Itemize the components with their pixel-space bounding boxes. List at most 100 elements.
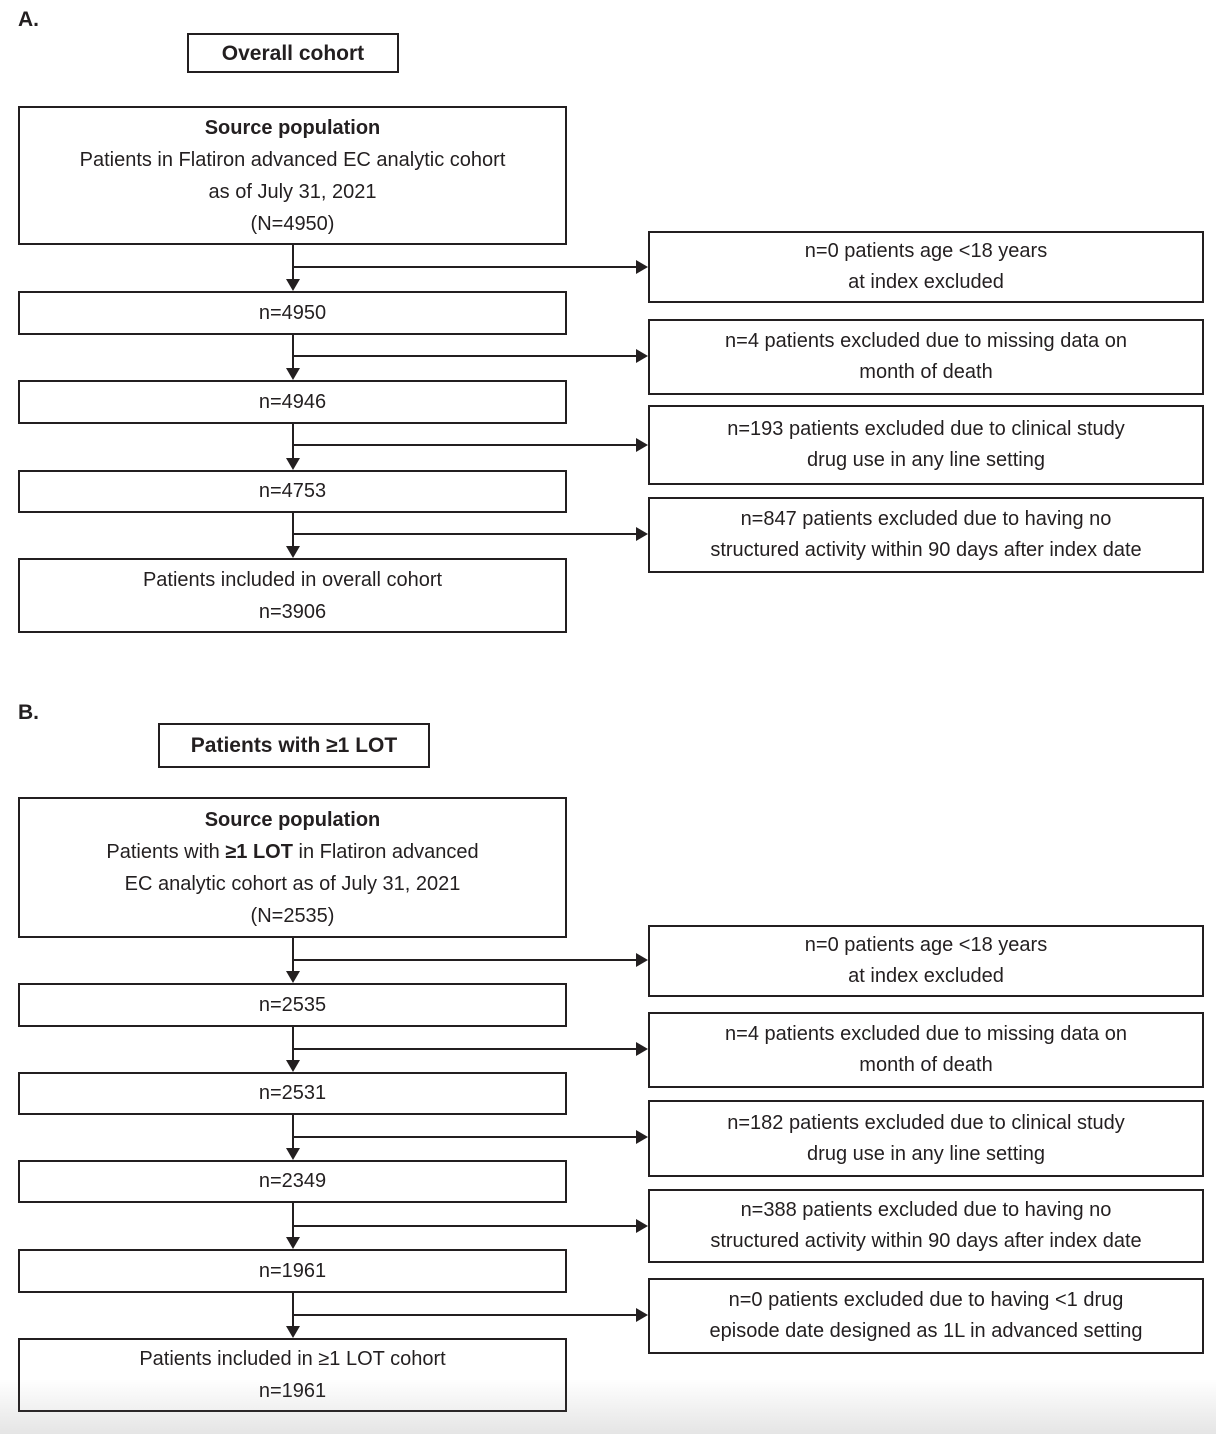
arrow-down-icon [286, 1326, 300, 1338]
exclusion-line: n=0 patients age <18 years [804, 934, 1048, 956]
arrow-right-icon [636, 260, 648, 274]
panel-b-source-line1: Patients with ≥1 LOT in Flatiron advance… [106, 836, 478, 868]
exclusion-line: n=4 patients excluded due to missing dat… [725, 330, 1127, 352]
exclusion-line: n=847 patients excluded due to having no [740, 508, 1112, 530]
connector-line [293, 443, 636, 447]
panel-b-count-box-3: n=2349 [18, 1160, 567, 1203]
exclusion-line: at index excluded [848, 271, 1004, 293]
panel-b-source-line3: (N=2535) [250, 904, 335, 927]
panel-b-exclusion-box-4: n=388 patients excluded due to having no… [648, 1189, 1204, 1263]
panel-b-exclusion-box-1: n=0 patients age <18 years at index excl… [648, 925, 1204, 997]
panel-a-count-box-2: n=4946 [18, 380, 567, 424]
exclusion-line: at index excluded [848, 965, 1004, 987]
exclusion-line: n=0 patients excluded due to having <1 d… [728, 1289, 1124, 1311]
panel-b-count-box-2: n=2531 [18, 1072, 567, 1115]
connector-line [291, 335, 295, 368]
connector-line [291, 424, 295, 458]
exclusion-line: drug use in any line setting [807, 449, 1045, 471]
panel-a-final-line1: Patients included in overall cohort [142, 568, 443, 591]
panel-b-exclusion-box-5: n=0 patients excluded due to having <1 d… [648, 1278, 1204, 1354]
panel-a-title: Overall cohort [221, 41, 365, 65]
panel-b-source-line2: EC analytic cohort as of July 31, 2021 [124, 872, 461, 895]
exclusion-line: episode date designed as 1L in advanced … [709, 1320, 1143, 1342]
panel-a-source-line2: as of July 31, 2021 [208, 180, 377, 203]
connector-line [293, 1313, 636, 1317]
connector-line [293, 265, 636, 269]
arrow-right-icon [636, 953, 648, 967]
panel-b-final-line1: Patients included in ≥1 LOT cohort [139, 1348, 446, 1370]
panel-a-count-1: n=4950 [258, 301, 327, 324]
panel-b-final-line2: n=1961 [258, 1380, 327, 1402]
arrow-down-icon [286, 1237, 300, 1249]
source-line1-suffix: in Flatiron advanced [292, 840, 479, 863]
connector-line [291, 1293, 295, 1326]
connector-line [291, 513, 295, 546]
connector-line [293, 532, 636, 536]
panel-b-final-box: Patients included in ≥1 LOT cohort n=196… [18, 1338, 567, 1412]
arrow-right-icon [636, 349, 648, 363]
panel-a-exclusion-box-1: n=0 patients age <18 years at index excl… [648, 231, 1204, 303]
connector-line [293, 1135, 636, 1139]
connector-line [293, 958, 636, 962]
arrow-down-icon [286, 458, 300, 470]
panel-a-source-heading: Source population [204, 116, 381, 139]
exclusion-line: structured activity within 90 days after… [710, 539, 1142, 561]
exclusion-line: n=193 patients excluded due to clinical … [727, 418, 1125, 440]
arrow-right-icon [636, 1308, 648, 1322]
panel-a-exclusion-box-3: n=193 patients excluded due to clinical … [648, 405, 1204, 485]
connector-line [291, 245, 295, 280]
panel-b-count-box-4: n=1961 [18, 1249, 567, 1293]
connector-line [291, 938, 295, 971]
panel-b-title-box: Patients with ≥1 LOT [158, 723, 430, 768]
arrow-down-icon [286, 279, 300, 291]
connector-line [293, 354, 636, 358]
panel-a-source-line3: (N=4950) [250, 212, 335, 235]
panel-a-exclusion-box-4: n=847 patients excluded due to having no… [648, 497, 1204, 573]
exclusion-line: month of death [859, 361, 993, 383]
panel-b-count-box-1: n=2535 [18, 983, 567, 1027]
arrow-down-icon [286, 971, 300, 983]
panel-b-source-population-box: Source population Patients with ≥1 LOT i… [18, 797, 567, 938]
panel-b-count-4: n=1961 [258, 1259, 327, 1282]
arrow-down-icon [286, 546, 300, 558]
panel-b-count-1: n=2535 [258, 993, 327, 1016]
panel-b-exclusion-box-3: n=182 patients excluded due to clinical … [648, 1100, 1204, 1177]
panel-a-source-line1: Patients in Flatiron advanced EC analyti… [79, 148, 506, 171]
panel-a-final-box: Patients included in overall cohort n=39… [18, 558, 567, 633]
panel-a-count-2: n=4946 [258, 390, 327, 413]
exclusion-line: month of death [859, 1054, 993, 1076]
arrow-right-icon [636, 1042, 648, 1056]
panel-b-count-2: n=2531 [258, 1082, 327, 1104]
exclusion-line: n=0 patients age <18 years [804, 240, 1048, 262]
panel-a-count-box-3: n=4753 [18, 470, 567, 513]
exclusion-line: structured activity within 90 days after… [710, 1230, 1142, 1252]
arrow-right-icon [636, 1130, 648, 1144]
panel-b-title: Patients with ≥1 LOT [190, 734, 398, 757]
connector-line [291, 1115, 295, 1148]
panel-b-count-3: n=2349 [258, 1170, 327, 1192]
connector-line [291, 1027, 295, 1060]
panel-a-exclusion-box-2: n=4 patients excluded due to missing dat… [648, 319, 1204, 395]
exclusion-line: n=4 patients excluded due to missing dat… [725, 1023, 1127, 1045]
connector-line [293, 1047, 636, 1051]
panel-b-exclusion-box-2: n=4 patients excluded due to missing dat… [648, 1012, 1204, 1088]
panel-a-count-box-1: n=4950 [18, 291, 567, 335]
arrow-right-icon [636, 1219, 648, 1233]
source-line1-prefix: Patients with [106, 840, 226, 863]
connector-line [293, 1224, 636, 1228]
panel-a-final-line2: n=3906 [258, 600, 327, 623]
panel-a-title-box: Overall cohort [187, 33, 399, 73]
panel-a-label: A. [18, 8, 39, 31]
arrow-down-icon [286, 1060, 300, 1072]
panel-a-count-3: n=4753 [258, 480, 327, 502]
source-line1-bold: ≥1 LOT [225, 840, 293, 863]
panel-a-source-population-box: Source population Patients in Flatiron a… [18, 106, 567, 245]
arrow-down-icon [286, 368, 300, 380]
arrow-down-icon [286, 1148, 300, 1160]
panel-b-label: B. [18, 701, 39, 724]
exclusion-line: n=182 patients excluded due to clinical … [727, 1111, 1125, 1134]
exclusion-line: drug use in any line setting [807, 1142, 1045, 1165]
panel-b-source-heading: Source population [204, 808, 381, 831]
connector-line [291, 1203, 295, 1237]
